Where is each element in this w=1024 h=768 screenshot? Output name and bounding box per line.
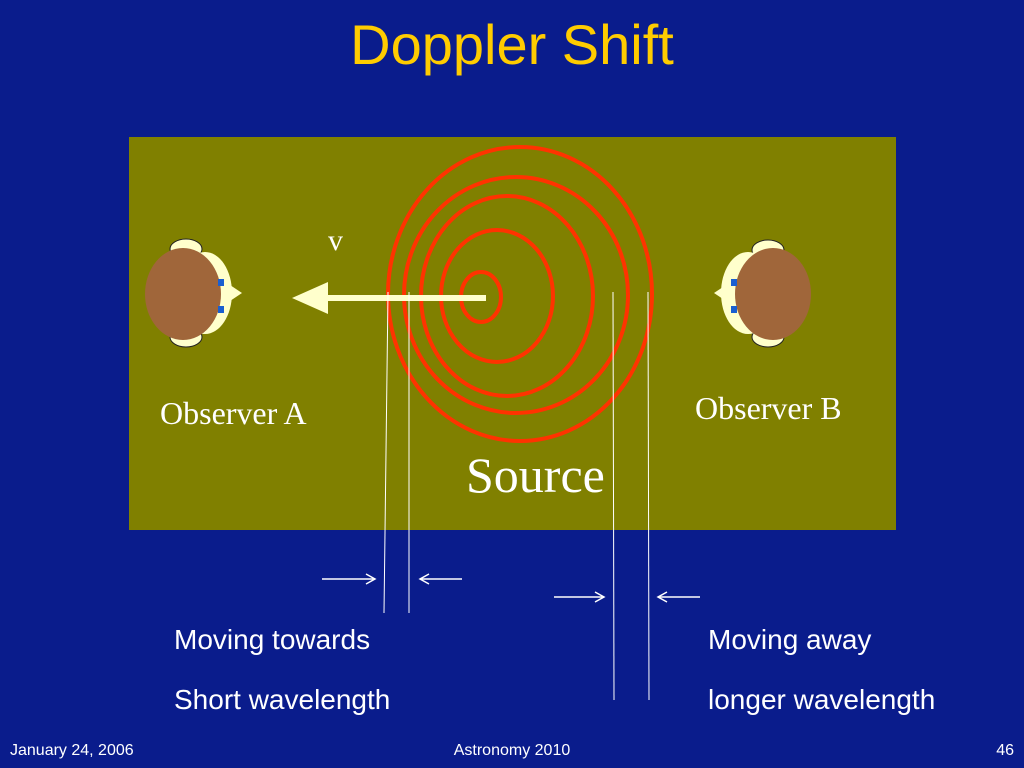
arrowhead-left-icon <box>292 282 328 314</box>
observer-b-nose <box>714 285 726 301</box>
wavefront-ring <box>386 145 654 443</box>
observer-a-figure <box>145 238 242 348</box>
slide-title: Doppler Shift <box>350 13 674 76</box>
wavefronts <box>386 145 654 443</box>
wavelength-guides <box>383 291 650 701</box>
guide-line <box>647 291 650 701</box>
caption-moving-towards: Moving towards <box>174 624 371 655</box>
velocity-arrow <box>292 282 486 314</box>
caption-longer-wavelength: longer wavelength <box>708 684 936 715</box>
observer-b-figure <box>714 239 811 348</box>
observer-b-label: Observer B <box>695 390 842 426</box>
guide-line <box>383 291 389 614</box>
arrow-left-icon <box>418 573 462 585</box>
guide-line <box>612 291 615 701</box>
measurement-arrows <box>322 573 700 603</box>
observer-a-nose <box>230 285 242 301</box>
footer-page-number: 46 <box>996 742 1014 759</box>
arrow-right-icon <box>322 573 377 585</box>
observer-a-eye-icon <box>218 306 224 313</box>
observer-a-head <box>145 248 221 340</box>
observer-b-eye-icon <box>731 306 737 313</box>
observer-b-head <box>735 248 811 340</box>
observer-b-eye-icon <box>731 279 737 286</box>
arrow-right-icon <box>554 591 606 603</box>
caption-moving-away: Moving away <box>708 624 872 655</box>
observer-a-label: Observer A <box>160 395 307 431</box>
arrow-left-icon <box>656 591 700 603</box>
footer-course: Astronomy 2010 <box>453 742 571 759</box>
velocity-label: v <box>328 224 343 257</box>
source-label: Source <box>466 447 605 503</box>
observer-a-eye-icon <box>218 279 224 286</box>
caption-short-wavelength: Short wavelength <box>174 684 391 715</box>
footer-date: January 24, 2006 <box>10 742 134 759</box>
